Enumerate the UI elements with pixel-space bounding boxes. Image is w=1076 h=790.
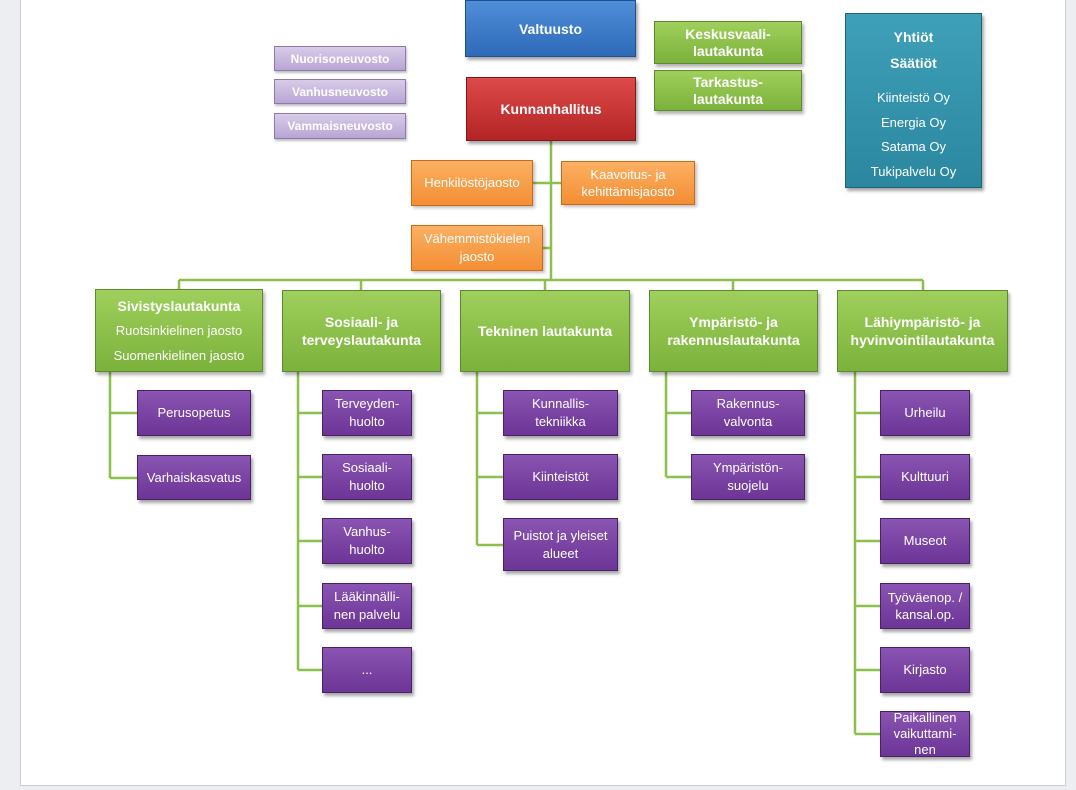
unit-label: Paikallinen vaikuttami-nen <box>893 710 957 757</box>
unit-label: Kirjasto <box>903 662 947 677</box>
unit-label: Terveyden-huolto <box>334 396 400 429</box>
council-box-vammais: Vammaisneuvosto <box>274 113 406 139</box>
unit-box: Työväenop. / kansal.op. <box>880 583 970 629</box>
board-box-tekninen: Tekninen lautakunta <box>460 290 630 372</box>
valtuusto-label: Valtuusto <box>518 20 582 37</box>
unit-label: Kiinteistöt <box>532 469 589 484</box>
unit-label: Museot <box>903 533 947 548</box>
unit-label: Vanhus-huolto <box>343 524 391 557</box>
unit-label: ... <box>361 662 373 677</box>
company-item: Energia Oy <box>880 114 947 130</box>
section-label: Vähemmistökielen jaosto <box>423 231 531 264</box>
unit-label: Lääkinnälli-nen palvelu <box>333 589 401 622</box>
companies-title-1: Yhtiöt <box>893 29 934 45</box>
unit-box: ... <box>322 647 412 693</box>
board-title: Tekninen lautakunta <box>477 323 613 339</box>
unit-label: Työväenop. / kansal.op. <box>887 590 963 622</box>
board-title: Ympäristö- ja rakennuslautakunta <box>667 314 800 348</box>
unit-box: Kirjasto <box>880 647 970 693</box>
unit-box: Sosiaali-huolto <box>322 454 412 500</box>
board-subsection: Suomenkielinen jaosto <box>113 347 245 363</box>
board-box-sosiaali: Sosiaali- ja terveyslautakunta <box>282 290 441 372</box>
unit-label: Sosiaali-huolto <box>342 460 392 493</box>
unit-label: Varhaiskasvatus <box>146 469 242 485</box>
section-label: Kaavoitus- ja kehittämisjaosto <box>581 167 675 199</box>
company-item: Satama Oy <box>880 139 947 154</box>
side-committee-keskusvaali: Keskusvaali-lautakunta <box>654 21 802 64</box>
company-item: Kiinteistö Oy <box>877 90 950 105</box>
kunnanhallitus-label: Kunnanhallitus <box>500 101 602 117</box>
board-title: Sosiaali- ja terveyslautakunta <box>301 314 422 348</box>
board-subsection: Ruotsinkielinen jaosto <box>115 322 243 338</box>
company-item: Tukipalvelu Oy <box>870 163 957 179</box>
board-box-lahiymparisto: Lähiympäristö- ja hyvinvointilautakunta <box>837 290 1008 372</box>
unit-box: Puistot ja yleiset alueet <box>503 518 618 571</box>
unit-label: Urheilu <box>904 405 946 420</box>
section-label: Henkilöstöjaosto <box>424 175 520 190</box>
unit-box: Urheilu <box>880 390 970 436</box>
unit-box: Ympäristön-suojelu <box>691 454 805 500</box>
section-box-kaavoitus: Kaavoitus- ja kehittämisjaosto <box>561 161 695 205</box>
section-box-vahemmisto: Vähemmistökielen jaosto <box>411 225 543 271</box>
unit-box: Lääkinnälli-nen palvelu <box>322 583 412 629</box>
unit-box: Kiinteistöt <box>503 454 618 500</box>
board-box-sivistys: Sivistyslautakunta Ruotsinkielinen jaost… <box>95 289 263 372</box>
unit-label: Puistot ja yleiset alueet <box>513 527 608 561</box>
unit-label: Perusopetus <box>157 405 231 420</box>
board-box-ymparisto: Ympäristö- ja rakennuslautakunta <box>649 290 818 372</box>
unit-label: Kulttuuri <box>901 469 949 484</box>
kunnanhallitus-box: Kunnanhallitus <box>466 77 636 141</box>
unit-box: Vanhus-huolto <box>322 518 412 564</box>
unit-label: Rakennus-valvonta <box>716 396 780 429</box>
council-box-nuoriso: Nuorisoneuvosto <box>274 46 406 71</box>
council-label: Nuorisoneuvosto <box>290 51 390 66</box>
unit-box: Museot <box>880 518 970 564</box>
companies-box: Yhtiöt Säätiöt Kiinteistö Oy Energia Oy … <box>845 13 982 188</box>
council-box-vanhus: Vanhusneuvosto <box>274 79 406 104</box>
unit-box: Rakennus-valvonta <box>691 390 805 436</box>
unit-box: Varhaiskasvatus <box>137 455 251 500</box>
unit-box: Paikallinen vaikuttami-nen <box>880 710 970 757</box>
valtuusto-box: Valtuusto <box>465 0 636 57</box>
companies-title-2: Säätiöt <box>890 55 937 71</box>
unit-box: Kulttuuri <box>880 454 970 500</box>
unit-box: Perusopetus <box>137 390 251 436</box>
board-title: Sivistyslautakunta <box>117 297 241 314</box>
section-box-henkilosto: Henkilöstöjaosto <box>411 160 533 206</box>
unit-box: Terveyden-huolto <box>322 390 412 436</box>
council-label: Vanhusneuvosto <box>291 84 389 99</box>
side-committee-label: Tarkastus-lautakunta <box>692 73 763 107</box>
council-label: Vammaisneuvosto <box>287 119 393 133</box>
side-committee-label: Keskusvaali-lautakunta <box>685 25 771 59</box>
side-committee-tarkastus: Tarkastus-lautakunta <box>654 70 802 111</box>
board-title: Lähiympäristö- ja hyvinvointilautakunta <box>850 314 995 348</box>
unit-label: Kunnallis-tekniikka <box>531 396 590 429</box>
unit-box: Kunnallis-tekniikka <box>503 390 618 436</box>
unit-label: Ympäristön-suojelu <box>712 460 784 493</box>
